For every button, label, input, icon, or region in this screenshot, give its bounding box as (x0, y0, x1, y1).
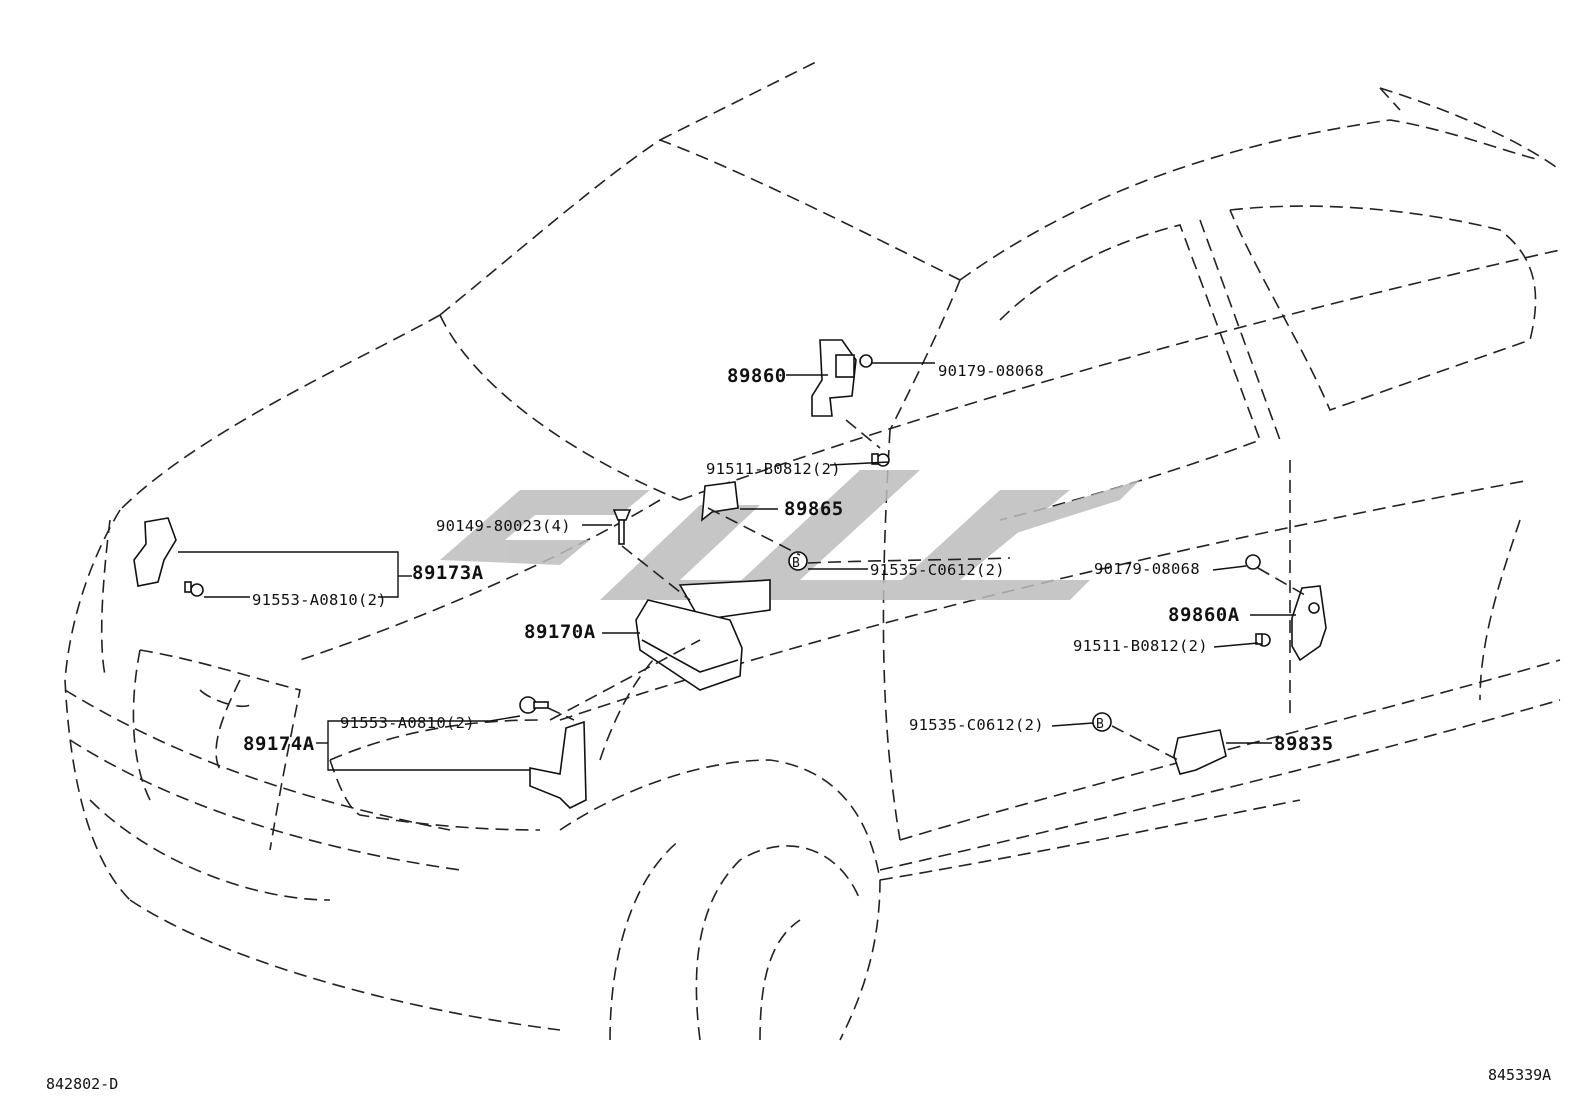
label-90179-08068-lower: 90179-08068 (1094, 560, 1200, 578)
part-sensor-89860 (811, 339, 857, 417)
part-sensor-89173A (133, 517, 177, 587)
label-90179-08068-upper: 90179-08068 (938, 362, 1044, 380)
part-sensor-89865 (701, 481, 739, 522)
label-89174A: 89174A (243, 733, 315, 755)
label-91553-a0810-upper: 91553-A0810(2) (252, 591, 387, 609)
label-91511-b0812-upper: 91511-B0812(2) (706, 460, 841, 478)
drawing-code-left: 842802-D (46, 1075, 118, 1093)
badge-letter-lower: B (1096, 717, 1104, 732)
watermark-logo (440, 470, 1140, 600)
part-sensor-89860A (1291, 585, 1327, 662)
label-91553-a0810-lower: 91553-A0810(2) (340, 714, 475, 732)
part-ecu-89170A (635, 579, 771, 691)
part-bolt-91553-lower (519, 696, 549, 714)
label-89835: 89835 (1274, 733, 1334, 755)
leader-lines (178, 362, 1311, 771)
part-bolt-91511-lower (1255, 633, 1271, 647)
badge-letter-upper: B (792, 556, 800, 571)
part-sensor-89174A (529, 720, 587, 809)
label-89860A: 89860A (1168, 604, 1240, 626)
label-90149-80023: 90149-80023(4) (436, 517, 571, 535)
label-91535-c0612-upper: 91535-C0612(2) (870, 561, 1005, 579)
part-bolt-91511-upper (871, 453, 890, 467)
part-bolt-91553-upper (184, 581, 204, 597)
part-nut-90179-lower (1245, 554, 1261, 570)
label-91535-c0612-lower: 91535-C0612(2) (909, 716, 1044, 734)
part-nut-90179-upper (859, 354, 873, 368)
part-sensor-89835 (1173, 729, 1227, 775)
drawing-code-right: 845339A (1488, 1066, 1551, 1084)
label-89865: 89865 (784, 498, 844, 520)
label-91511-b0812-lower: 91511-B0812(2) (1073, 637, 1208, 655)
part-screw-90149 (612, 509, 632, 545)
part-grommet-91535-lower (1092, 712, 1112, 732)
label-89170A: 89170A (524, 621, 596, 643)
part-grommet-91535-upper (788, 551, 808, 571)
label-89860: 89860 (727, 365, 787, 387)
label-89173A: 89173A (412, 562, 484, 584)
